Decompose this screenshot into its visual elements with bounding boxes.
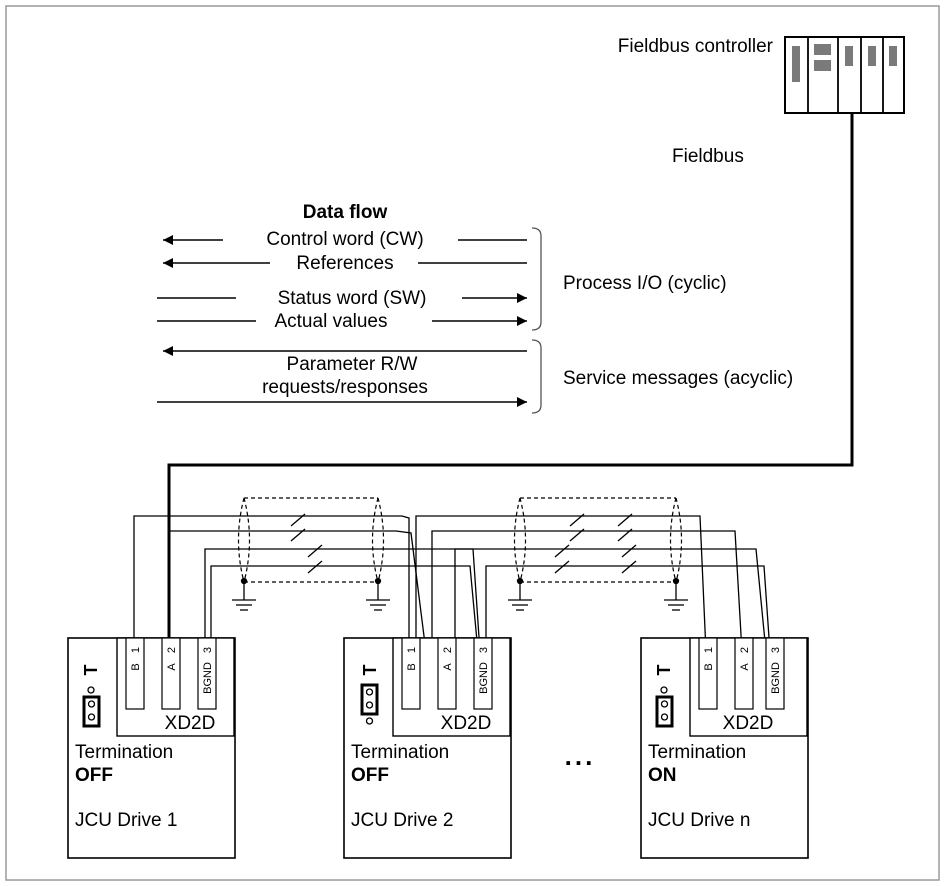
terminal-1 [401, 637, 421, 710]
parameter-label: Parameter R/W [287, 354, 418, 375]
data-flow-title: Data flow [303, 202, 388, 223]
switch-pin-icon [365, 717, 374, 725]
drive-name: JCU Drive 2 [351, 810, 453, 831]
terminal-3-number: 3 [478, 647, 490, 653]
drive-name: JCU Drive n [648, 810, 750, 831]
ground-icon [664, 577, 688, 611]
termination-jumper-icon[interactable] [360, 683, 379, 716]
connector-label: XD2D [723, 713, 774, 734]
termination-label: Termination [648, 742, 746, 763]
terminal-2-number: 2 [442, 647, 454, 653]
terminal-3-name: BGND [770, 662, 782, 694]
terminal-1-number: 1 [130, 647, 142, 653]
wire-slashes-1 [290, 513, 323, 574]
termination-state: ON [648, 765, 677, 786]
termination-switch-label: T [360, 665, 380, 676]
status-word-label: Status word (SW) [278, 288, 427, 309]
terminal-3-number: 3 [202, 647, 214, 653]
requests-responses-label: requests/responses [262, 377, 428, 398]
ground-icon [232, 577, 256, 611]
terminal-2-name: A [739, 663, 751, 671]
terminal-3 [765, 637, 785, 710]
actual-values-label: Actual values [274, 311, 387, 332]
terminal-1-name: B [406, 663, 418, 670]
termination-state: OFF [351, 765, 389, 786]
jcu-drive-2: 1 B 2 A 3 BGND XD2D T Termination OFF JC… [343, 637, 512, 859]
termination-jumper-icon[interactable] [82, 695, 101, 728]
terminal-3-number: 3 [770, 647, 782, 653]
more-drives-ellipsis: ... [565, 741, 596, 771]
terminal-2-number: 2 [166, 647, 178, 653]
termination-jumper-icon[interactable] [655, 695, 674, 728]
terminal-1 [698, 637, 718, 710]
fieldbus-controller [784, 36, 905, 114]
diagram-frame [5, 5, 940, 881]
ground-icon [366, 577, 390, 611]
terminal-1-number: 1 [703, 647, 715, 653]
switch-pin-icon [660, 686, 668, 694]
terminal-1 [125, 637, 145, 710]
drive-name: JCU Drive 1 [75, 810, 177, 831]
terminal-1-name: B [703, 663, 715, 670]
jcu-drive-1: 1 B 2 A 3 BGND XD2D T Termination OFF JC… [67, 637, 236, 859]
terminal-1-name: B [130, 663, 142, 670]
termination-state: OFF [75, 765, 113, 786]
termination-switch-label: T [81, 665, 101, 676]
references-label: References [296, 253, 393, 274]
bus-cable-segment-2 [415, 515, 771, 653]
service-messages-label: Service messages (acyclic) [563, 368, 793, 389]
terminal-3-name: BGND [202, 662, 214, 694]
termination-label: Termination [75, 742, 173, 763]
service-messages-brace [531, 339, 542, 414]
bus-cable-segment-1 [133, 515, 481, 653]
control-word-label: Control word (CW) [266, 229, 423, 250]
termination-switch-label: T [654, 665, 674, 676]
process-io-brace [531, 227, 542, 331]
termination-label: Termination [351, 742, 449, 763]
terminal-2-name: A [442, 663, 454, 671]
terminal-3-name: BGND [478, 662, 490, 694]
connector-label: XD2D [441, 713, 492, 734]
fieldbus-controller-label: Fieldbus controller [618, 36, 774, 57]
terminal-3 [473, 637, 493, 710]
cable-shield-2 [513, 497, 683, 583]
terminal-2 [734, 637, 754, 710]
terminal-1-number: 1 [406, 647, 418, 653]
terminal-2 [437, 637, 457, 710]
ground-icon [508, 577, 532, 611]
switch-pin-icon [87, 686, 95, 694]
terminal-2 [161, 637, 181, 710]
fieldbus-label: Fieldbus [672, 146, 744, 167]
terminal-2-name: A [166, 663, 178, 671]
terminal-3 [197, 637, 217, 710]
process-io-label: Process I/O (cyclic) [563, 273, 727, 294]
connector-label: XD2D [165, 713, 216, 734]
cable-shield-1 [237, 497, 385, 583]
terminal-2-number: 2 [739, 647, 751, 653]
wire-slashes-2 [554, 513, 637, 574]
jcu-drive-n: 1 B 2 A 3 BGND XD2D T Termination ON JCU… [640, 637, 809, 859]
